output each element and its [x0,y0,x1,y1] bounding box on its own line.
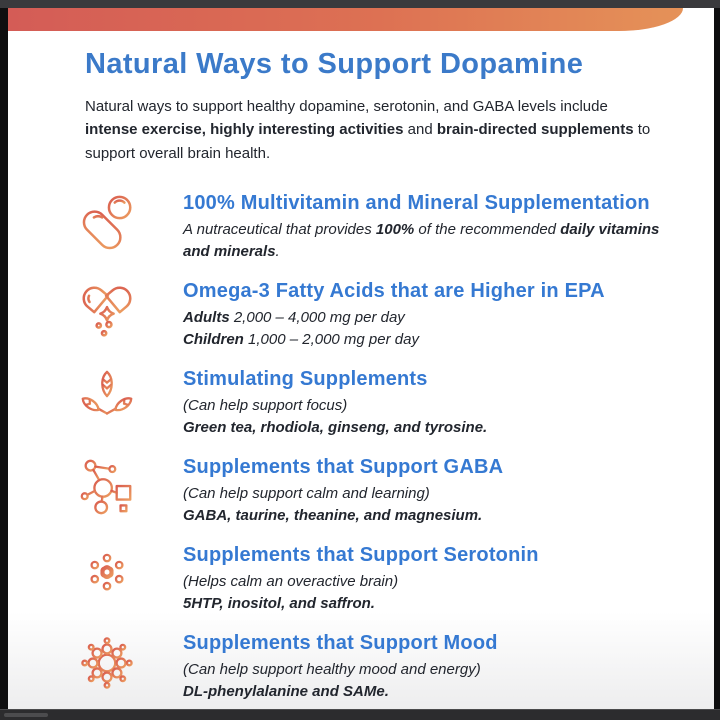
section-heading: Omega-3 Fatty Acids that are Higher in E… [183,279,605,302]
viewer-top-bar [0,0,720,8]
section-icon [75,455,139,519]
section-icon [75,191,139,255]
section-description-line: (Can help support calm and learning) [183,484,430,502]
molecule-network-icon [80,459,132,515]
section-text: Supplements that Support Serotonin (Help… [183,543,686,616]
section-row: Supplements that Support Serotonin (Help… [75,543,686,617]
section-description-line: (Helps calm an overactive brain) [183,572,399,590]
section-icon [75,631,139,695]
section-row: 100% Multivitamin and Mineral Supplement… [75,191,686,265]
section-icon [75,279,139,343]
pill-capsule-icon [82,195,132,249]
section-icon [75,367,139,431]
section-description: (Helps calm an overactive brain) 5HTP, in… [183,571,661,616]
section-row: Omega-3 Fatty Acids that are Higher in E… [75,279,686,353]
section-description-line: A nutraceutical that provides 100% of th… [183,220,660,261]
sections-list: 100% Multivitamin and Mineral Supplement… [75,191,686,705]
section-text: Supplements that Support GABA (Can help … [183,455,686,528]
section-description: (Can help support healthy mood and energ… [183,659,661,704]
section-text: Stimulating Supplements (Can help suppor… [183,367,686,440]
section-description: (Can help support focus) Green tea, rhodi… [183,395,661,440]
section-description-line: Green tea, rhodiola, ginseng, and tyrosi… [183,419,488,437]
section-description-line: Children 1,000 – 2,000 mg per day [183,331,419,349]
section-heading: Supplements that Support Mood [183,631,498,654]
section-text: Supplements that Support Mood (Can help … [183,631,686,704]
section-heading: Supplements that Support GABA [183,455,504,478]
section-description-line: (Can help support healthy mood and energ… [183,660,481,678]
section-icon [75,543,139,607]
section-description-line: Adults 2,000 – 4,000 mg per day [183,308,405,326]
section-row: Stimulating Supplements (Can help suppor… [75,367,686,441]
bottom-bar-artifact [4,713,48,717]
intro-paragraph: Natural ways to support healthy dopamine… [85,98,651,162]
section-row: Supplements that Support Mood (Can help … [75,631,686,705]
section-heading: Supplements that Support Serotonin [183,543,539,566]
section-heading: 100% Multivitamin and Mineral Supplement… [183,191,650,214]
section-description-line: (Can help support focus) [183,396,348,414]
section-description-line: 5HTP, inositol, and saffron. [183,595,375,613]
section-text: 100% Multivitamin and Mineral Supplement… [183,191,686,264]
omega3-capsule-icon [82,286,132,337]
section-description: (Can help support calm and learning) GABA… [183,483,661,528]
section-text: Omega-3 Fatty Acids that are Higher in E… [183,279,686,352]
orange-header-ribbon [8,8,683,31]
section-description-line: DL-phenylalanine and SAMe. [183,683,389,701]
sunburst-icon [81,636,133,689]
section-heading: Stimulating Supplements [183,367,428,390]
section-row: Supplements that Support GABA (Can help … [75,455,686,529]
document-page: Natural Ways to Support Dopamine Natural… [8,8,714,710]
viewer-bottom-bar [0,709,720,720]
serotonin-flower-icon [90,553,124,591]
page-content: Natural Ways to Support Dopamine Natural… [8,8,714,710]
page-title: Natural Ways to Support Dopamine [85,48,584,80]
section-description-line: GABA, taurine, theanine, and magnesium. [183,507,483,525]
plant-sprig-icon [81,370,133,425]
section-description: A nutraceutical that provides 100% of th… [183,219,661,264]
